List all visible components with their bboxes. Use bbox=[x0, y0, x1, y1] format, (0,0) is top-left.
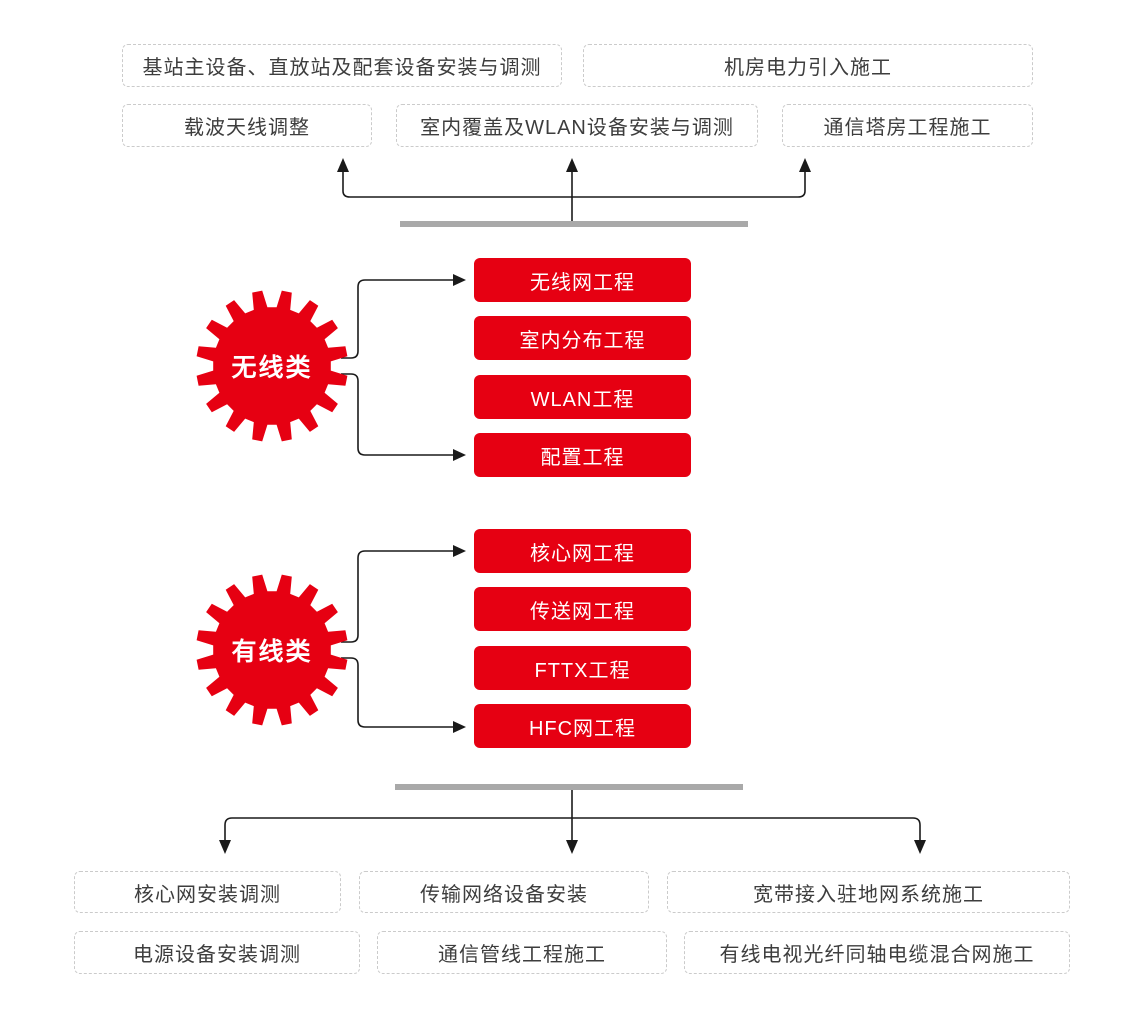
arrow-right-icon bbox=[453, 274, 466, 286]
process-box-power-equipment: 电源设备安装调测 bbox=[74, 931, 360, 974]
process-box-catv-hfc: 有线电视光纤同轴电缆混合网施工 bbox=[684, 931, 1070, 974]
project-btn-fttx: FTTX工程 bbox=[474, 646, 691, 690]
arrow-down-icon bbox=[566, 840, 578, 854]
project-btn-indoor-dist: 室内分布工程 bbox=[474, 316, 691, 360]
arrow-right-icon bbox=[453, 721, 466, 733]
process-box-pipeline: 通信管线工程施工 bbox=[377, 931, 667, 974]
wireless-lower-connector-line bbox=[341, 373, 453, 456]
bottom-bracket-line bbox=[224, 817, 921, 840]
project-btn-wireless-net: 无线网工程 bbox=[474, 258, 691, 302]
project-btn-core-net: 核心网工程 bbox=[474, 529, 691, 573]
gear-wired-icon bbox=[196, 574, 348, 726]
wired-upper-connector-line bbox=[341, 550, 453, 643]
project-btn-transport-net: 传送网工程 bbox=[474, 587, 691, 631]
process-box-base-station: 基站主设备、直放站及配套设备安装与调测 bbox=[122, 44, 562, 87]
arrow-up-icon bbox=[337, 158, 349, 172]
process-box-power-intro: 机房电力引入施工 bbox=[583, 44, 1033, 87]
process-box-core-install: 核心网安装调测 bbox=[74, 871, 341, 913]
arrow-up-icon bbox=[799, 158, 811, 172]
process-box-transmission-install: 传输网络设备安装 bbox=[359, 871, 649, 913]
wired-lower-connector-line bbox=[341, 657, 453, 728]
process-box-tower-room: 通信塔房工程施工 bbox=[782, 104, 1033, 147]
top-divider-bar bbox=[400, 221, 748, 227]
arrow-right-icon bbox=[453, 545, 466, 557]
process-box-indoor-wlan: 室内覆盖及WLAN设备安装与调测 bbox=[396, 104, 758, 147]
arrow-down-icon bbox=[219, 840, 231, 854]
process-box-broadband-access: 宽带接入驻地网系统施工 bbox=[667, 871, 1070, 913]
gear-wireless-icon bbox=[196, 290, 348, 442]
wireless-category-label: 无线类 bbox=[231, 354, 313, 382]
arrow-right-icon bbox=[453, 449, 466, 461]
bottom-divider-bar bbox=[395, 784, 743, 790]
wireless-upper-connector-line bbox=[341, 279, 453, 359]
arrow-up-icon bbox=[566, 158, 578, 172]
project-btn-hfc: HFC网工程 bbox=[474, 704, 691, 748]
project-btn-wlan: WLAN工程 bbox=[474, 375, 691, 419]
wired-category-label: 有线类 bbox=[231, 638, 313, 666]
project-btn-config: 配置工程 bbox=[474, 433, 691, 477]
process-box-antenna-adjust: 载波天线调整 bbox=[122, 104, 372, 147]
top-bracket-line bbox=[342, 172, 806, 198]
arrow-down-icon bbox=[914, 840, 926, 854]
